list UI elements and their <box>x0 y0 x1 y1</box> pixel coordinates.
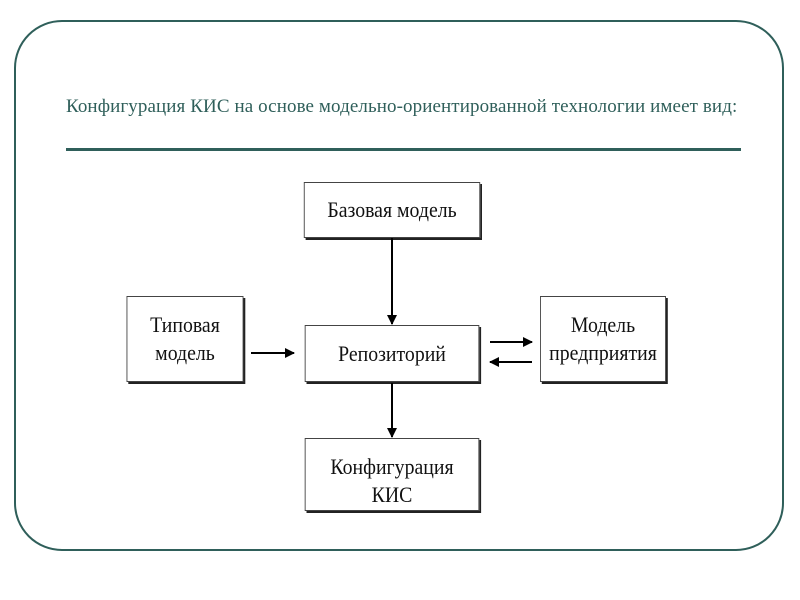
node-label: Конфигурация КИС <box>330 454 454 507</box>
node-configuration: Конфигурация КИС <box>304 438 480 511</box>
slide-title: Конфигурация КИС на основе модельно-орие… <box>66 96 738 117</box>
node-base-model: Базовая модель <box>303 182 481 238</box>
node-label: Типовая модель <box>150 312 220 365</box>
node-repository: Репозиторий <box>304 325 480 382</box>
node-enterprise-model: Модель предприятия <box>540 296 666 382</box>
node-typical-model: Типовая модель <box>126 296 244 382</box>
slide-frame <box>14 20 784 551</box>
title-underline <box>66 148 741 151</box>
node-label: Модель предприятия <box>549 312 657 365</box>
node-label: Репозиторий <box>338 340 446 366</box>
node-label: Базовая модель <box>327 197 457 222</box>
